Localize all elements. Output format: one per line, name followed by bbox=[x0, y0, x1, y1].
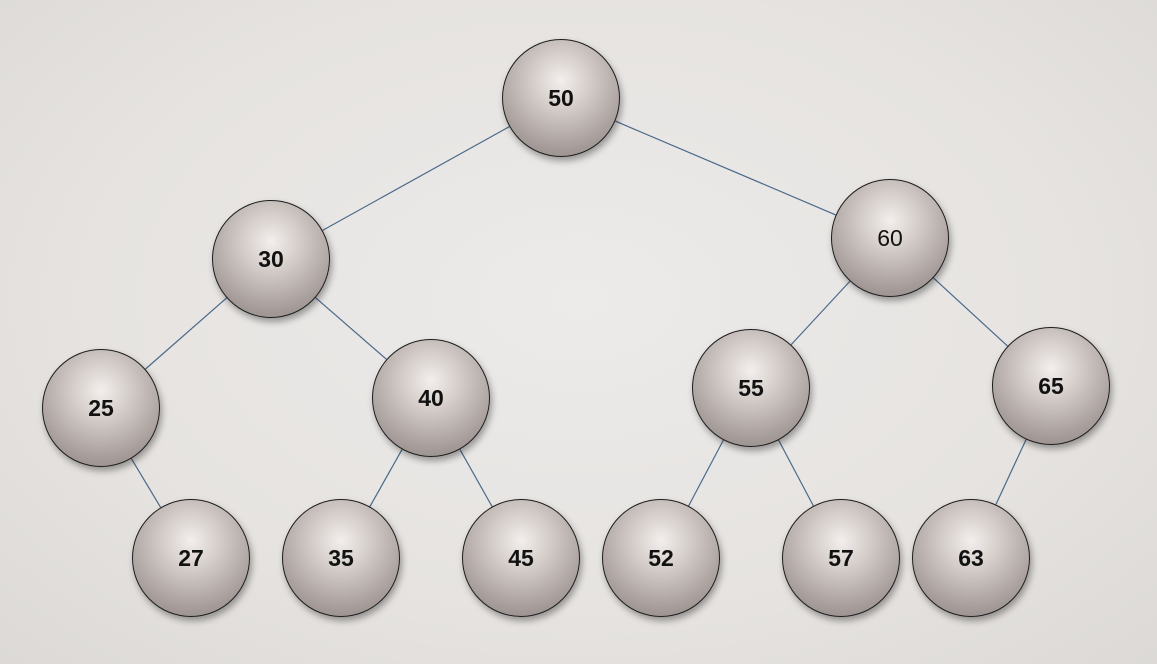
node-35-label: 35 bbox=[328, 544, 354, 571]
node-40: 40 bbox=[372, 339, 490, 457]
edge-60-65 bbox=[933, 277, 1008, 347]
node-45-label: 45 bbox=[508, 544, 534, 571]
edge-60-55 bbox=[790, 280, 851, 346]
node-45: 45 bbox=[462, 499, 580, 617]
edge-55-52 bbox=[688, 439, 724, 507]
node-25-label: 25 bbox=[88, 394, 114, 421]
node-30-label: 30 bbox=[258, 245, 284, 272]
edge-30-40 bbox=[315, 297, 387, 360]
edge-25-27 bbox=[130, 458, 162, 508]
edge-55-57 bbox=[778, 439, 814, 507]
node-55-label: 55 bbox=[738, 374, 764, 401]
node-27: 27 bbox=[132, 499, 250, 617]
node-25: 25 bbox=[42, 349, 160, 467]
node-50: 50 bbox=[502, 39, 620, 157]
node-65: 65 bbox=[992, 327, 1110, 445]
node-35: 35 bbox=[282, 499, 400, 617]
edge-50-30 bbox=[322, 126, 510, 231]
node-52: 52 bbox=[602, 499, 720, 617]
node-55: 55 bbox=[692, 329, 810, 447]
node-63-label: 63 bbox=[958, 544, 984, 571]
node-65-label: 65 bbox=[1038, 372, 1064, 399]
edge-40-45 bbox=[459, 449, 493, 507]
node-30: 30 bbox=[212, 200, 330, 318]
node-63: 63 bbox=[912, 499, 1030, 617]
edge-65-63 bbox=[995, 439, 1027, 505]
edge-50-60 bbox=[615, 120, 836, 216]
node-40-label: 40 bbox=[418, 384, 444, 411]
edge-40-35 bbox=[369, 449, 403, 507]
node-52-label: 52 bbox=[648, 544, 674, 571]
node-57-label: 57 bbox=[828, 544, 854, 571]
node-27-label: 27 bbox=[178, 544, 204, 571]
node-60-label: 60 bbox=[877, 224, 903, 251]
node-57: 57 bbox=[782, 499, 900, 617]
edge-30-25 bbox=[144, 297, 228, 370]
node-50-label: 50 bbox=[548, 84, 574, 111]
node-60: 60 bbox=[831, 179, 949, 297]
